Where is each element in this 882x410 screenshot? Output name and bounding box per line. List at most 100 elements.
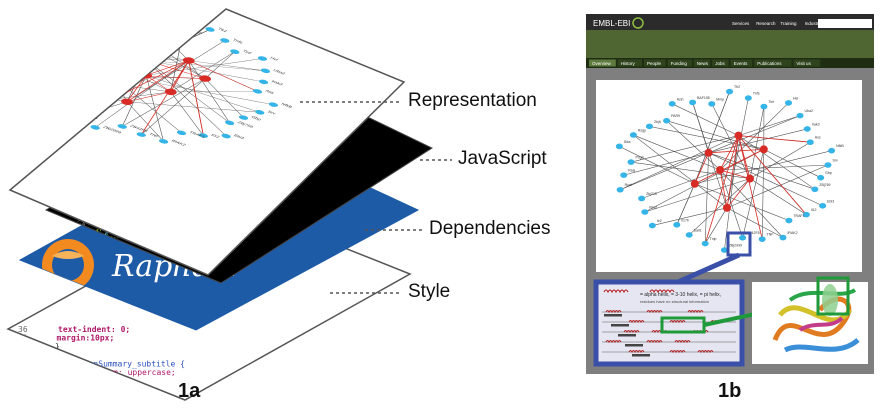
network-hub-node — [746, 175, 754, 183]
network-node — [797, 113, 804, 119]
network-edge-highlight — [111, 55, 147, 80]
network-node-label: Ebi3 — [827, 199, 834, 203]
network-node — [98, 18, 110, 24]
network-node — [663, 118, 670, 124]
website-nav-tab[interactable]: People — [647, 61, 662, 66]
network-node — [630, 132, 637, 138]
network-edge — [34, 23, 137, 75]
helix-legend-sub: residues have no structural information — [640, 299, 709, 304]
network-node — [38, 40, 50, 46]
network-node — [649, 223, 656, 229]
website-nav-tab[interactable]: Funding — [671, 61, 688, 66]
css-line-number: 40 — [12, 359, 22, 368]
network-node-label: Il17b — [681, 218, 689, 222]
network-node-label: PAR9 — [671, 114, 680, 118]
network-node-label: Sall1 — [77, 102, 91, 109]
network-node — [55, 34, 67, 40]
strand-segment — [625, 344, 643, 347]
network-node-label: IRAK2 — [787, 231, 797, 235]
network-node — [785, 100, 792, 106]
network-hub-node — [103, 70, 119, 79]
network-node — [785, 218, 792, 224]
network-edge — [44, 29, 146, 75]
network-node — [54, 20, 66, 26]
network-node — [689, 100, 696, 106]
network-edge — [58, 21, 171, 75]
network-edge — [64, 68, 111, 101]
strand-segment — [618, 334, 636, 337]
network-node-label: TRAF1 — [793, 214, 804, 218]
network-node-label: Il12 — [811, 208, 817, 212]
network-node-label: Srv — [832, 159, 838, 163]
network-node-label: Zbj215 — [646, 192, 657, 196]
css-line: text-transform: uppercase; — [51, 368, 176, 377]
network-node-label: Il17b — [71, 91, 85, 98]
network-hub-node — [723, 204, 731, 212]
network-node-label: Tnfs — [753, 92, 760, 96]
network-node — [811, 187, 818, 193]
website-nav-tab[interactable]: Jobs — [715, 61, 725, 66]
network-node — [638, 196, 645, 202]
network-node — [686, 232, 693, 238]
network-node-label: ZBj769 — [819, 183, 830, 187]
website-nav-tab[interactable]: Visit us — [796, 61, 811, 66]
label-style: Style — [408, 281, 450, 303]
network-node — [760, 104, 767, 110]
network-node-label: ZBj2999 — [729, 244, 742, 248]
network-node-label: Hel — [793, 96, 798, 100]
network-edge — [30, 27, 146, 83]
network-node — [817, 175, 824, 181]
css-line: } — [46, 394, 51, 403]
network-node-label: Ass — [815, 136, 821, 140]
strand-segment — [604, 314, 622, 317]
network-node-label: Uba2 — [805, 109, 813, 113]
css-line: text-indent: 0; — [58, 324, 130, 334]
website-top-link[interactable]: Research — [756, 21, 776, 26]
network-node — [74, 113, 86, 119]
website-nav-tab[interactable]: Events — [734, 61, 749, 66]
website-nav-tab[interactable]: Overview — [592, 61, 612, 66]
network-node — [828, 148, 835, 154]
network-node — [708, 101, 715, 107]
website-nav-tab[interactable]: Publications — [757, 61, 782, 66]
css-line: margin:10px; — [57, 333, 115, 343]
website-top-link[interactable]: Services — [732, 21, 750, 26]
css-line-number: 41 — [11, 368, 21, 377]
network-node-label: Ryal — [37, 48, 49, 54]
network-node-label: Tnip — [710, 237, 717, 241]
network-node-label: Ilr2 — [45, 83, 55, 88]
helix-legend: = alpha helix, = 3-10 helix, = pi helix, — [640, 292, 721, 298]
network-node-label: Tfr2 — [734, 85, 740, 89]
network-node-label: TNF — [767, 233, 774, 237]
network-node — [807, 139, 814, 145]
network-node-label: Siks — [66, 21, 78, 27]
network-node — [76, 18, 88, 24]
network-node — [40, 61, 52, 67]
network-node — [824, 162, 831, 168]
network-node-label: Ilr2 — [657, 219, 662, 223]
label-javascript: JavaScript — [458, 148, 547, 170]
css-line-number: 42 — [9, 377, 19, 386]
css-line-number: 39 — [14, 351, 24, 360]
network-node — [24, 47, 36, 53]
website-nav-tab[interactable]: History — [621, 61, 636, 66]
network-node — [669, 101, 676, 107]
website-search-input[interactable] — [818, 19, 872, 28]
network-node-label: Irak3 — [812, 122, 820, 126]
network-node — [58, 91, 70, 97]
css-line: font-size:85%; — [49, 376, 116, 386]
network-hub-node — [705, 149, 713, 157]
network-node-label: Rsa1 — [47, 71, 62, 78]
network-node — [34, 71, 46, 77]
website-top-link[interactable]: Training — [780, 21, 797, 26]
network-node — [137, 13, 149, 19]
css-line-number: 44 — [6, 394, 16, 403]
network-node — [646, 124, 653, 130]
network-node — [641, 209, 648, 215]
website-nav-tab[interactable]: News — [697, 61, 709, 66]
network-node — [120, 21, 132, 27]
network-node-label: PAR9 — [132, 22, 148, 29]
